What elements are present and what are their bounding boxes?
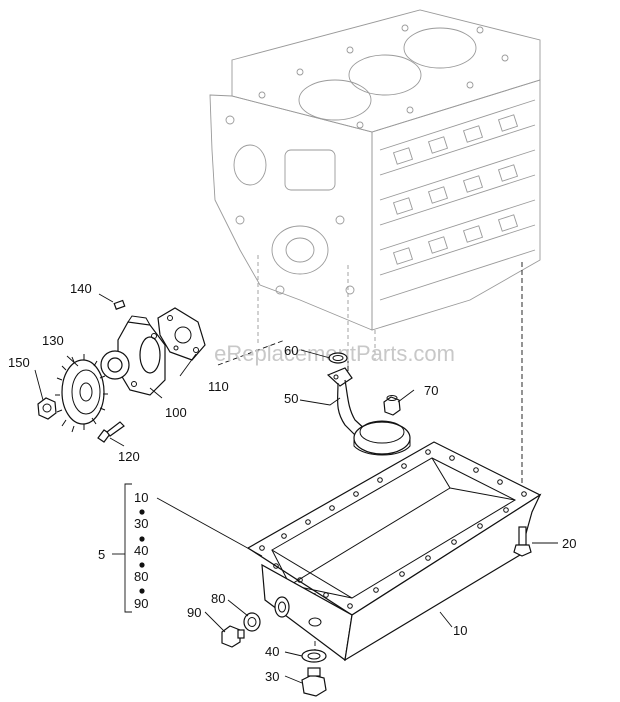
callout-140[interactable]: 140 bbox=[70, 281, 92, 296]
kit-bracket bbox=[112, 483, 145, 613]
callout-50[interactable]: 50 bbox=[284, 391, 298, 406]
part-20-bolt[interactable] bbox=[513, 526, 532, 557]
part-90-plug[interactable] bbox=[221, 625, 245, 648]
callout-5-kit[interactable]: 5 bbox=[98, 547, 105, 562]
callout-150[interactable]: 150 bbox=[8, 355, 30, 370]
callout-120[interactable]: 120 bbox=[118, 449, 140, 464]
part-40-washer[interactable] bbox=[301, 649, 327, 663]
callout-20[interactable]: 20 bbox=[562, 536, 576, 551]
part-150-nut[interactable] bbox=[37, 397, 57, 420]
kit-member-label: 30 bbox=[134, 516, 148, 531]
callout-10-pan[interactable]: 10 bbox=[453, 623, 467, 638]
callout-80[interactable]: 80 bbox=[211, 591, 225, 606]
part-80-washer[interactable] bbox=[243, 612, 261, 632]
part-10-oil-pan[interactable] bbox=[246, 441, 542, 662]
kit-member-label: 10 bbox=[134, 490, 148, 505]
callout-110[interactable]: 110 bbox=[208, 379, 229, 394]
part-130-gear[interactable] bbox=[55, 354, 108, 433]
part-50-oil-strainer[interactable] bbox=[326, 367, 411, 456]
callout-130[interactable]: 130 bbox=[42, 333, 64, 348]
callout-40[interactable]: 40 bbox=[265, 644, 279, 659]
callout-100[interactable]: 100 bbox=[165, 405, 187, 420]
leader-lines bbox=[34, 293, 558, 684]
part-30-plug[interactable] bbox=[301, 667, 327, 697]
kit-member-label: 80 bbox=[134, 569, 148, 584]
callout-30[interactable]: 30 bbox=[265, 669, 279, 684]
part-60-o-ring[interactable] bbox=[328, 352, 348, 364]
callout-70[interactable]: 70 bbox=[424, 383, 438, 398]
kit-member-label: 40 bbox=[134, 543, 148, 558]
kit-member-label: 90 bbox=[134, 596, 148, 611]
part-140-key[interactable] bbox=[113, 299, 126, 310]
part-70-nut[interactable] bbox=[383, 395, 401, 416]
engine-block-ghost bbox=[209, 9, 541, 370]
callout-90[interactable]: 90 bbox=[187, 605, 201, 620]
guide-line-pump bbox=[217, 339, 286, 366]
part-110-gasket[interactable] bbox=[157, 307, 206, 361]
part-100-oil-pump[interactable] bbox=[100, 315, 166, 396]
part-120-bolt[interactable] bbox=[97, 421, 125, 443]
callout-60[interactable]: 60 bbox=[284, 343, 298, 358]
